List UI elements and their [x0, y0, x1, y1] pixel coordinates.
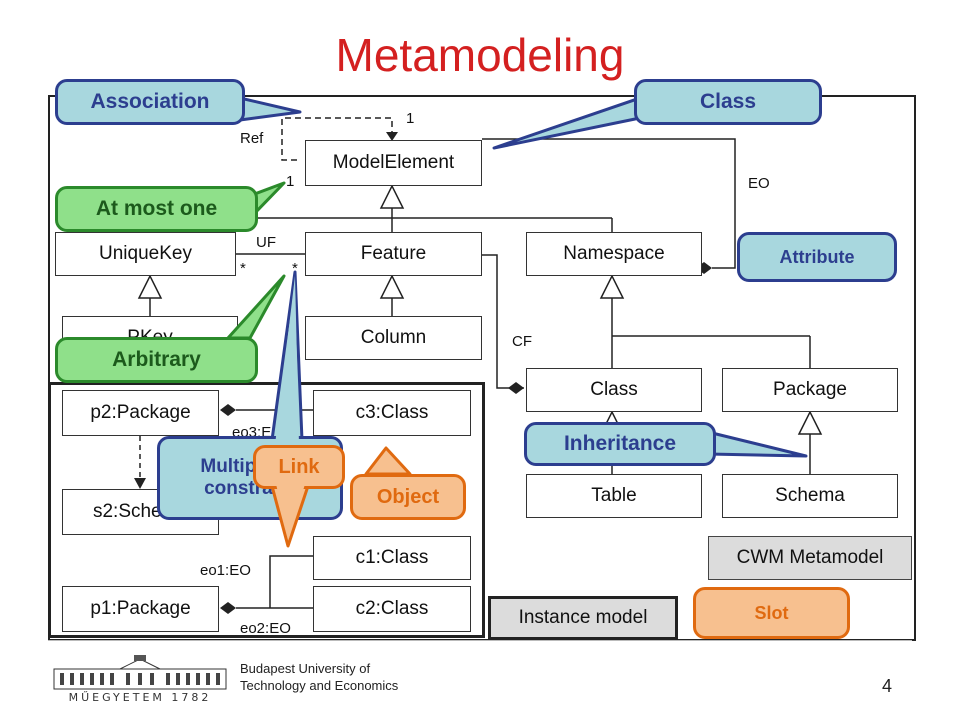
cf-label: CF — [512, 333, 532, 350]
object-callout: Object — [350, 474, 466, 520]
class-modelelement: ModelElement — [305, 140, 482, 186]
page-title: Metamodeling — [335, 29, 625, 81]
object-c1-class: c1:Class — [313, 536, 471, 580]
multiplicity-star-left: * — [240, 260, 246, 277]
object-c2-class: c2:Class — [313, 586, 471, 632]
eo-label: EO — [748, 175, 770, 192]
arbitrary-callout: Arbitrary — [55, 337, 258, 383]
multiplicity-one-bottom: 1 — [286, 173, 295, 190]
class-table: Table — [526, 474, 702, 518]
class-class: Class — [526, 368, 702, 412]
multiplicity-star-right: * — [292, 260, 298, 277]
class-uniquekey: UniqueKey — [55, 232, 236, 276]
object-c3-class: c3:Class — [313, 390, 471, 436]
link-eo2-label: eo2:EO — [240, 620, 291, 637]
association-callout: Association — [55, 79, 245, 125]
class-package: Package — [722, 368, 898, 412]
cwm-metamodel-tag: CWM Metamodel — [708, 536, 912, 580]
class-schema: Schema — [722, 474, 898, 518]
page-number: 4 — [882, 676, 893, 696]
class-callout: Class — [634, 79, 822, 125]
ref-label: Ref — [240, 130, 264, 147]
object-p1-package: p1:Package — [62, 586, 219, 632]
class-column: Column — [305, 316, 482, 360]
at-most-one-callout: At most one — [55, 186, 258, 232]
inheritance-callout: Inheritance — [524, 422, 716, 466]
instance-model-tag: Instance model — [488, 596, 678, 640]
attribute-callout: Attribute — [737, 232, 897, 282]
uf-label: UF — [256, 234, 276, 251]
footer-divider — [48, 640, 912, 641]
multiplicity-one-top: 1 — [406, 110, 415, 127]
university-logo: MŰEGYETEM 1782 — [53, 655, 227, 703]
class-feature: Feature — [305, 232, 482, 276]
university-name: Budapest University of Technology and Ec… — [240, 661, 399, 693]
slot-callout: Slot — [693, 587, 850, 639]
object-p2-package: p2:Package — [62, 390, 219, 436]
link-eo1-label: eo1:EO — [200, 562, 251, 579]
logo-text: MŰEGYETEM 1782 — [69, 690, 212, 703]
class-namespace: Namespace — [526, 232, 702, 276]
